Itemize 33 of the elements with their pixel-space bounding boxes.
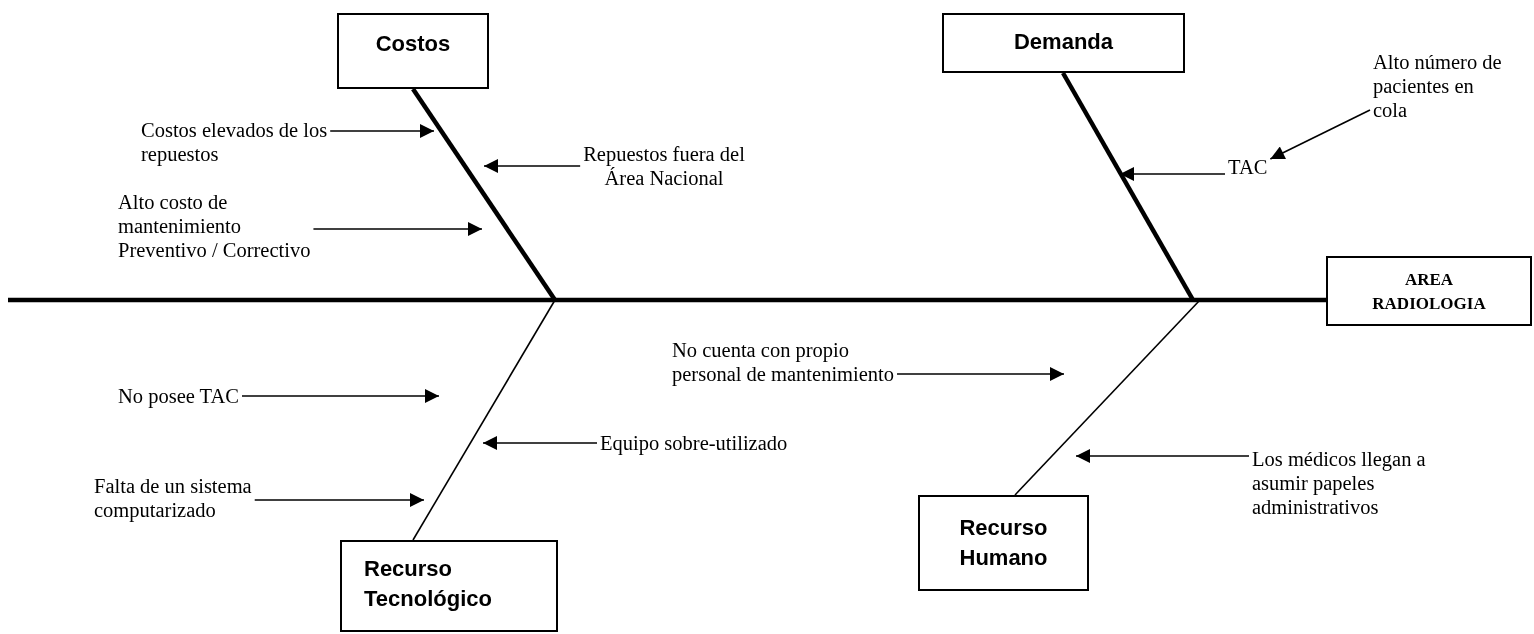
category-label: Costos — [374, 30, 452, 58]
bone-line — [412, 299, 556, 541]
bone-line — [8, 297, 1326, 303]
category-label: Recurso Tecnológico — [364, 555, 493, 613]
category-box — [340, 540, 558, 632]
cause-text: Falta de un sistema computarizado — [94, 474, 274, 522]
arrow — [241, 389, 440, 403]
cause-text: Equipo sobre-utilizado — [600, 431, 812, 455]
category-box — [337, 13, 489, 89]
cause-text: Alto costo de mantenimiento Preventivo / Correctivo — [118, 190, 330, 262]
cause-text: Alto número de pacientes en cola — [1373, 50, 1509, 122]
category-label: Demanda — [1012, 28, 1114, 56]
cause-text: No cuenta con propio personal de mantenimiento — [672, 338, 898, 386]
arrow — [1269, 109, 1371, 160]
category-box — [918, 495, 1089, 591]
effect-label: AREA RADIOLOGIA — [1371, 269, 1487, 315]
arrow — [483, 159, 581, 173]
cause-text: Repuestos fuera del Área Nacional — [572, 142, 756, 190]
arrow — [253, 493, 425, 507]
category-box — [942, 13, 1185, 73]
arrow — [482, 436, 598, 450]
category-label: Recurso Humano — [958, 514, 1049, 572]
effect-box — [1326, 256, 1532, 326]
cause-text: TAC — [1228, 155, 1276, 179]
arrow — [1075, 449, 1250, 463]
bone-line — [1014, 299, 1201, 496]
arrow — [312, 222, 483, 236]
arrow — [896, 367, 1065, 381]
cause-text: Los médicos llegan a asumir papeles administrativos — [1252, 447, 1448, 519]
arrow — [329, 124, 435, 138]
arrow — [1119, 167, 1226, 181]
cause-text: No posee TAC — [118, 384, 278, 408]
cause-text: Costos elevados de los repuestos — [141, 118, 346, 166]
